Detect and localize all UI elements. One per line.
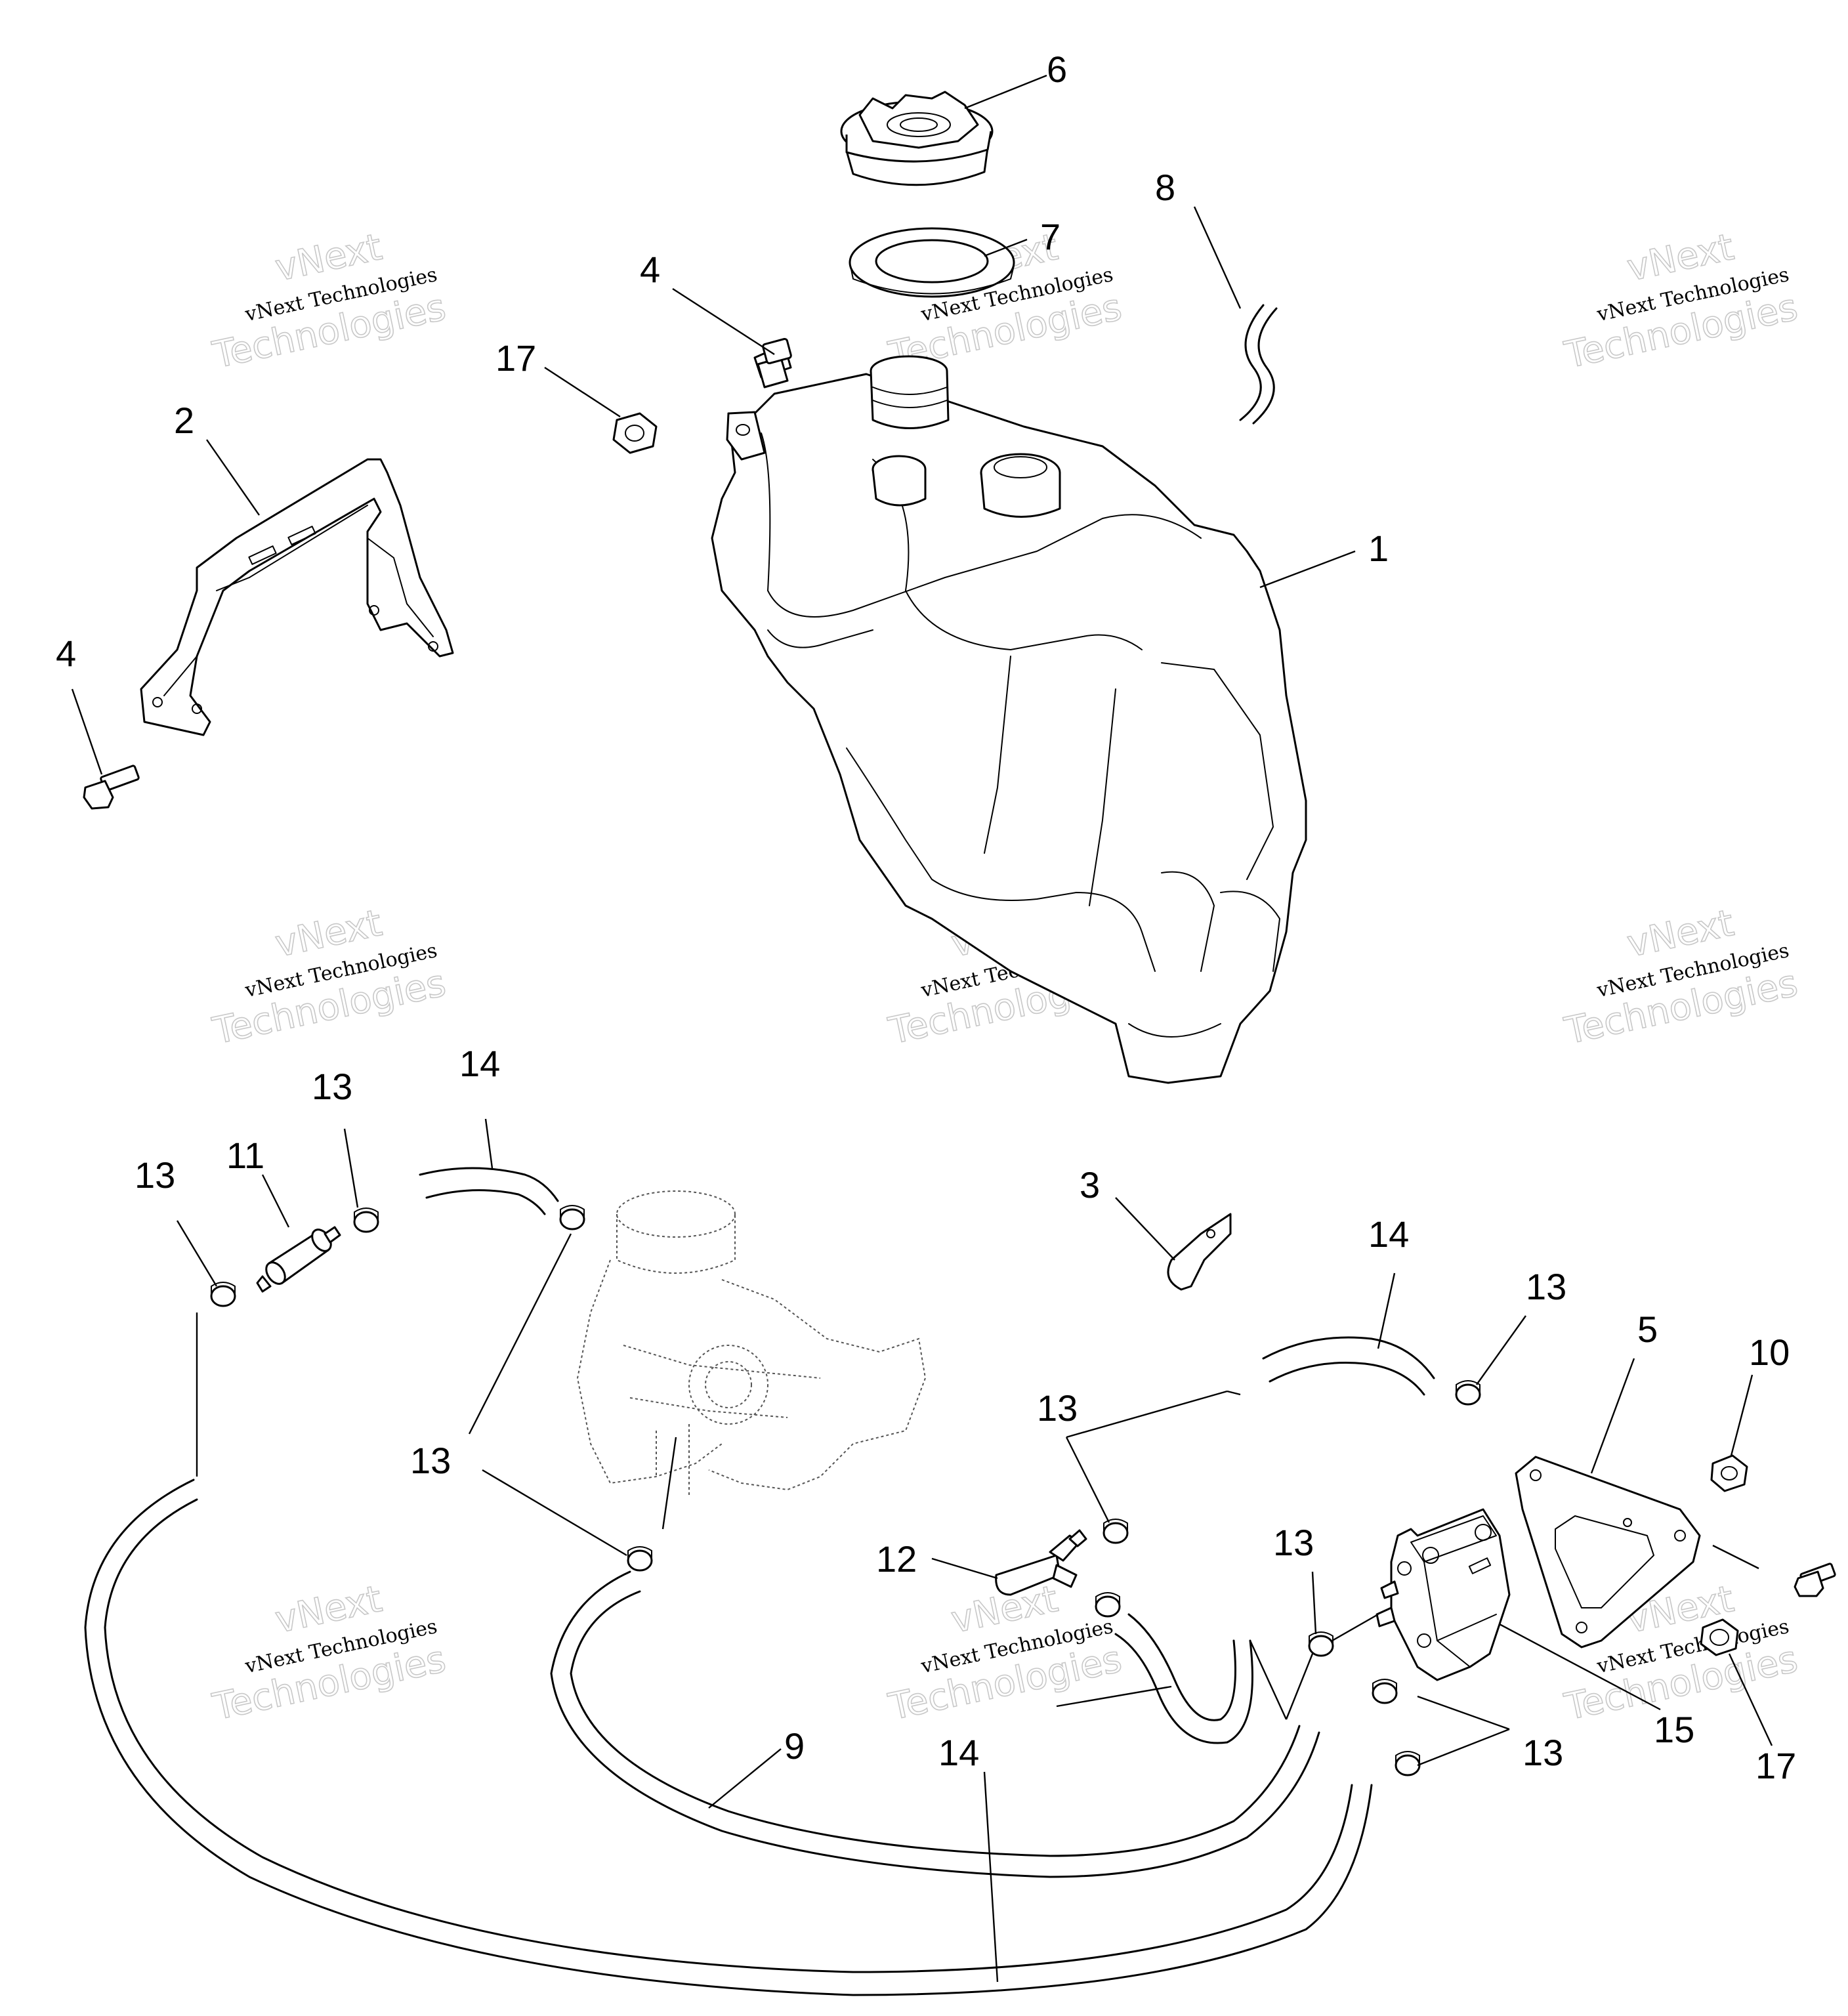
watermark-4: vNext vNext Technologies Technologies: [209, 901, 450, 1053]
watermark-7: vNext vNext Technologies Technologies: [209, 1577, 450, 1729]
clamp-b: [353, 1208, 379, 1233]
callout-2: 2: [174, 400, 194, 441]
nut-10: [1710, 1454, 1748, 1492]
clamp-j: [1395, 1751, 1421, 1776]
callout-6: 6: [1047, 49, 1067, 90]
fuel-filter: [256, 1226, 341, 1293]
fuel-tank: [711, 355, 1307, 1084]
carburetor-reference: [576, 1190, 927, 1496]
cap-gasket: [849, 227, 1015, 298]
tee-fitting: [995, 1529, 1087, 1596]
callout-9: 9: [784, 1725, 805, 1767]
hose-9-outer-loop: [84, 1479, 1373, 1996]
callout-1: 1: [1368, 528, 1389, 569]
callout-13-d: 13: [1037, 1387, 1078, 1429]
tank-bracket: [140, 458, 454, 736]
callout-10: 10: [1749, 1332, 1790, 1373]
clamp-h: [1308, 1631, 1334, 1657]
clamps: [210, 1205, 1481, 1776]
hose-right-upper: [1262, 1336, 1435, 1396]
clamp-f: [1102, 1519, 1129, 1544]
callout-14-c: 14: [938, 1732, 979, 1773]
callout-7: 7: [1040, 216, 1060, 257]
callout-13-a: 13: [135, 1154, 175, 1196]
bolt-upper: [753, 337, 792, 388]
clamp-c: [559, 1205, 585, 1230]
watermark-8: vNext vNext Technologies Technologies: [885, 1577, 1126, 1729]
hose-clip: [1167, 1213, 1232, 1291]
clamp-a: [210, 1282, 236, 1307]
bolt-right: [1794, 1563, 1836, 1597]
nut-lower: [1700, 1618, 1739, 1656]
watermark-1: vNext vNext Technologies Technologies: [209, 225, 450, 377]
watermark-3: vNext vNext Technologies Technologies: [1561, 225, 1802, 377]
watermark-6: vNext vNext Technologies Technologies: [1561, 901, 1802, 1053]
callout-15: 15: [1654, 1709, 1694, 1750]
hose-upper-left: [419, 1167, 559, 1215]
callout-13-b: 13: [312, 1066, 352, 1107]
bolt-left: [83, 765, 140, 810]
clamp-e: [1455, 1380, 1481, 1406]
fuel-pump: [1376, 1508, 1511, 1681]
callout-14-a: 14: [459, 1043, 500, 1084]
callout-8: 8: [1155, 167, 1175, 208]
hose-14-lower: [1114, 1613, 1253, 1744]
callout-13-c: 13: [410, 1440, 451, 1481]
callout-3: 3: [1080, 1164, 1100, 1206]
callout-11: 11: [226, 1135, 264, 1176]
callout-4-upper: 4: [640, 249, 660, 290]
callout-13-f: 13: [1273, 1522, 1314, 1563]
callout-12: 12: [876, 1538, 917, 1580]
fuel-cap: [840, 91, 994, 186]
clamp-d: [627, 1546, 653, 1572]
nut-upper: [612, 412, 658, 454]
callout-labels: 1 2 3 4 4 5 6 7 8 9 10 11 12 13 13 13 13…: [56, 49, 1796, 1786]
vent-hose: [1239, 304, 1278, 425]
clamp-g: [1095, 1592, 1121, 1618]
clamp-i: [1372, 1679, 1398, 1704]
callout-13-g: 13: [1522, 1732, 1563, 1773]
pump-mounting-plate: [1515, 1456, 1701, 1648]
callout-4-left: 4: [56, 633, 76, 674]
leader-lines: [71, 74, 1773, 1983]
callout-14-b: 14: [1368, 1213, 1409, 1255]
callout-17-lower: 17: [1755, 1745, 1796, 1786]
callout-17-upper: 17: [495, 337, 536, 379]
callout-13-e: 13: [1526, 1266, 1566, 1307]
callout-5: 5: [1637, 1309, 1658, 1350]
hose-9-inner-loop: [550, 1570, 1320, 1878]
